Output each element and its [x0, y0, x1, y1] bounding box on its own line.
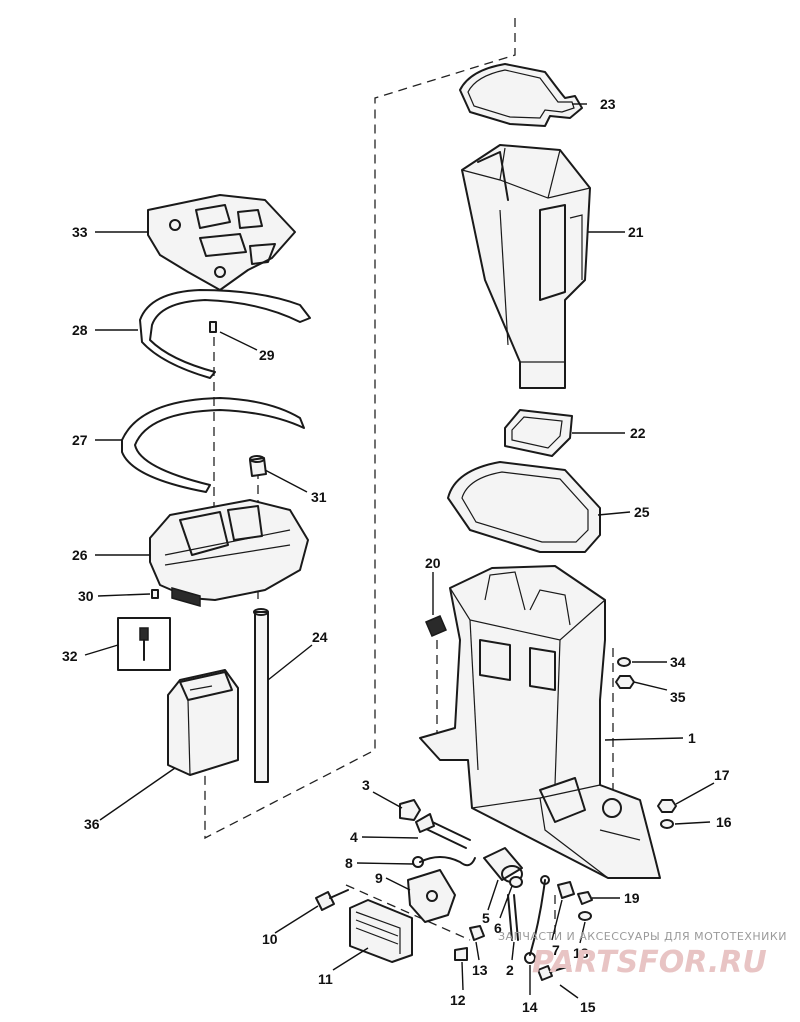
part-28-seal-strip [139, 289, 311, 379]
part-25-gasket [447, 461, 601, 553]
callout-32: 32 [62, 648, 78, 664]
callout-7: 7 [552, 942, 560, 958]
part-21-exhaust-housing-upper [461, 144, 591, 389]
watermark-brand: PARTSFOR.RU [532, 945, 767, 980]
part-12-screw [454, 947, 468, 961]
part-10-bolt [315, 889, 349, 911]
part-14-ground-wire [524, 875, 550, 964]
part-4-bolt [415, 813, 471, 849]
leader-lines [84, 103, 715, 999]
callout-13: 13 [472, 962, 488, 978]
callout-11: 11 [318, 971, 333, 987]
callout-28: 28 [72, 322, 88, 338]
callout-23: 23 [600, 96, 616, 112]
part-36-exhaust-tube [167, 669, 239, 776]
part-26-adaptor-plate [149, 499, 309, 607]
callout-6: 6 [494, 920, 502, 936]
part-30-small-plug [151, 589, 159, 599]
watermark-tagline: ЗАПЧАСТИ И АКСЕССУАРЫ ДЛЯ МОТОТЕХНИКИ [498, 930, 787, 943]
callout-16: 16 [716, 814, 732, 830]
part-34-washer [617, 657, 631, 667]
callout-34: 34 [670, 654, 686, 670]
watermark: ЗАПЧАСТИ И АКСЕССУАРЫ ДЛЯ МОТОТЕХНИКИ PA… [498, 930, 787, 980]
callout-21: 21 [628, 224, 644, 240]
part-8-ground-strap [412, 856, 476, 868]
callout-33: 33 [72, 224, 88, 240]
callout-5: 5 [482, 910, 490, 926]
part-1-driveshaft-housing [419, 565, 661, 879]
callout-2: 2 [506, 962, 514, 978]
callout-29: 29 [259, 347, 275, 363]
callout-3: 3 [362, 777, 370, 793]
part-32-bolt [117, 617, 171, 671]
part-18-washer [578, 911, 592, 921]
part-15-bolt [537, 965, 571, 981]
callout-27: 27 [72, 432, 88, 448]
callout-18: 18 [573, 945, 589, 961]
part-6-sleeve [509, 876, 523, 888]
callout-14: 14 [522, 999, 538, 1015]
part-17-nut [657, 799, 677, 813]
part-22-rectangular-seal [504, 409, 573, 457]
part-29-pin [209, 321, 217, 333]
callout-9: 9 [375, 870, 383, 886]
callout-25: 25 [634, 504, 650, 520]
part-7-nut [557, 881, 575, 899]
callout-20: 20 [425, 555, 441, 571]
callout-24: 24 [312, 629, 328, 645]
part-24-tube [253, 608, 269, 783]
part-11-cover [349, 899, 413, 963]
part-13-nut [469, 925, 485, 941]
part-2-stud [507, 894, 519, 941]
callout-19: 19 [624, 890, 640, 906]
part-27-long-seal [121, 397, 305, 493]
part-20-plug [425, 615, 447, 637]
part-9-mount-bracket [407, 869, 456, 923]
callout-22: 22 [630, 425, 646, 441]
callout-15: 15 [580, 999, 596, 1015]
callout-10: 10 [262, 931, 278, 947]
callout-4: 4 [350, 829, 358, 845]
part-35-nut [615, 675, 635, 689]
part-33-plate-gasket [147, 194, 296, 291]
callout-30: 30 [78, 588, 94, 604]
part-23-top-gasket [459, 63, 583, 127]
callout-1: 1 [688, 730, 696, 746]
callout-36: 36 [84, 816, 100, 832]
part-19-nut [577, 891, 593, 905]
part-16-washer [660, 819, 674, 829]
callout-26: 26 [72, 547, 88, 563]
callout-12: 12 [450, 992, 466, 1008]
callout-8: 8 [345, 855, 353, 871]
part-3-nut [399, 799, 421, 821]
callout-labels: 33 28 29 27 31 26 30 32 24 36 23 21 22 2… [62, 96, 732, 1015]
callout-35: 35 [670, 689, 686, 705]
part-31-bushing [249, 455, 267, 477]
callout-31: 31 [311, 489, 327, 505]
callout-17: 17 [714, 767, 730, 783]
